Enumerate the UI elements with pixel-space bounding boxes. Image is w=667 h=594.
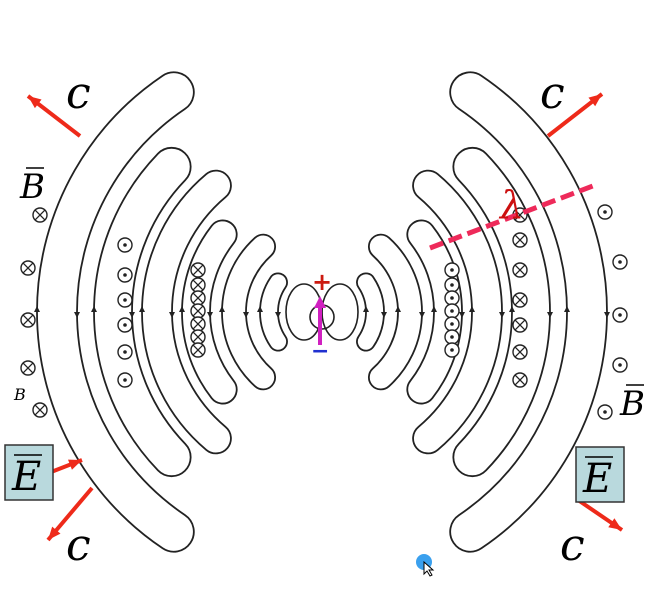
out-of-page-symbol-icon	[444, 329, 460, 345]
field-direction-arrow-icon	[547, 312, 553, 318]
field-direction-arrow-icon	[243, 312, 249, 318]
left-field-loop	[452, 147, 551, 477]
e-label-left: E	[11, 454, 41, 500]
into-page-symbol-icon	[512, 292, 528, 308]
c-label-bottom-right: c	[560, 520, 585, 571]
into-page-symbol-icon	[190, 303, 206, 319]
arrowhead-icon	[588, 94, 602, 107]
field-direction-arrow-icon	[74, 312, 80, 318]
into-page-symbol-icon	[20, 360, 36, 376]
left-field-loop	[406, 219, 463, 405]
mouse-pointer-icon	[423, 560, 435, 577]
field-direction-arrow-icon	[179, 306, 185, 312]
right-field-loop	[93, 147, 192, 477]
lambda-label: λ	[498, 183, 524, 227]
right-field-loop	[36, 71, 195, 553]
into-page-symbol-icon	[190, 277, 206, 293]
field-direction-arrow-icon	[275, 312, 281, 318]
right-field-loop	[181, 219, 238, 405]
out-of-page-symbol-icon	[117, 317, 133, 333]
out-of-page-symbol-icon	[117, 292, 133, 308]
left-field-loop	[449, 71, 608, 553]
into-page-symbol-icon	[32, 402, 48, 418]
e-label-right: E	[582, 456, 612, 502]
field-direction-arrow-icon	[395, 306, 401, 312]
field-direction-arrow-icon	[499, 312, 505, 318]
field-direction-arrow-icon	[257, 306, 263, 312]
field-direction-arrow-icon	[139, 306, 145, 312]
into-page-symbol-icon	[32, 207, 48, 223]
field-symbols	[20, 204, 628, 420]
into-page-symbol-icon	[512, 344, 528, 360]
into-page-symbol-icon	[190, 316, 206, 332]
field-direction-arrow-icon	[431, 306, 437, 312]
into-page-symbol-icon	[512, 317, 528, 333]
into-page-symbol-icon	[512, 232, 528, 248]
into-page-symbol-icon	[190, 262, 206, 278]
into-page-symbol-icon	[512, 262, 528, 278]
into-page-symbol-icon	[20, 260, 36, 276]
field-direction-arrow-icon	[381, 312, 387, 318]
field-direction-arrow-icon	[129, 312, 135, 318]
into-page-symbol-icon	[190, 342, 206, 358]
field-direction-arrow-icon	[219, 306, 225, 312]
arrowhead-icon	[28, 96, 42, 109]
field-loops	[34, 71, 610, 553]
propagation-arrows	[26, 92, 624, 542]
field-direction-arrow-icon	[469, 306, 475, 312]
field-direction-arrow-icon	[459, 312, 465, 318]
left-field-loop	[356, 272, 385, 352]
field-direction-arrow-icon	[169, 312, 175, 318]
out-of-page-symbol-icon	[444, 342, 460, 358]
out-of-page-symbol-icon	[444, 316, 460, 332]
into-page-symbol-icon	[512, 372, 528, 388]
e-field-box-left	[4, 444, 54, 501]
e-field-box-right	[575, 446, 625, 503]
field-direction-arrow-icon	[363, 306, 369, 312]
out-of-page-symbol-icon	[612, 254, 628, 270]
out-of-page-symbol-icon	[444, 277, 460, 293]
out-of-page-symbol-icon	[612, 307, 628, 323]
out-of-page-symbol-icon	[117, 237, 133, 253]
out-of-page-symbol-icon	[612, 357, 628, 373]
c-label-top-right: c	[540, 68, 565, 119]
field-direction-arrow-icon	[207, 312, 213, 318]
plus-charge: +	[312, 268, 332, 296]
wavelength-marker	[429, 181, 599, 251]
into-page-symbol-icon	[190, 329, 206, 345]
field-direction-arrow-icon	[34, 306, 40, 312]
into-page-symbol-icon	[20, 312, 36, 328]
out-of-page-symbol-icon	[117, 372, 133, 388]
out-of-page-symbol-icon	[117, 267, 133, 283]
out-of-page-symbol-icon	[117, 344, 133, 360]
field-direction-arrow-icon	[509, 306, 515, 312]
field-direction-arrow-icon	[564, 306, 570, 312]
out-of-page-symbol-icon	[597, 404, 613, 420]
arrowhead-icon	[68, 459, 82, 470]
field-direction-arrow-icon	[91, 306, 97, 312]
c-label-top-left: c	[66, 68, 91, 119]
out-of-page-symbol-icon	[444, 303, 460, 319]
right-field-loop	[259, 272, 288, 352]
minus-charge: −	[311, 339, 329, 364]
out-of-page-symbol-icon	[444, 290, 460, 306]
arrowhead-icon	[608, 518, 622, 530]
out-of-page-symbol-icon	[597, 204, 613, 220]
out-of-page-symbol-icon	[444, 262, 460, 278]
right-field-loop	[221, 233, 276, 391]
right-field-loop	[141, 169, 232, 455]
into-page-symbol-icon	[190, 290, 206, 306]
field-direction-arrow-icon	[604, 312, 610, 318]
left-field-loop	[368, 233, 423, 391]
dipole-arrowhead-icon	[314, 296, 326, 308]
field-direction-arrow-icon	[419, 312, 425, 318]
b-label-left: B	[19, 167, 45, 207]
b-label-right: B	[619, 384, 645, 424]
c-label-bottom-left: c	[66, 520, 91, 571]
b-label-small: B	[13, 385, 26, 404]
arrowhead-icon	[48, 526, 61, 540]
